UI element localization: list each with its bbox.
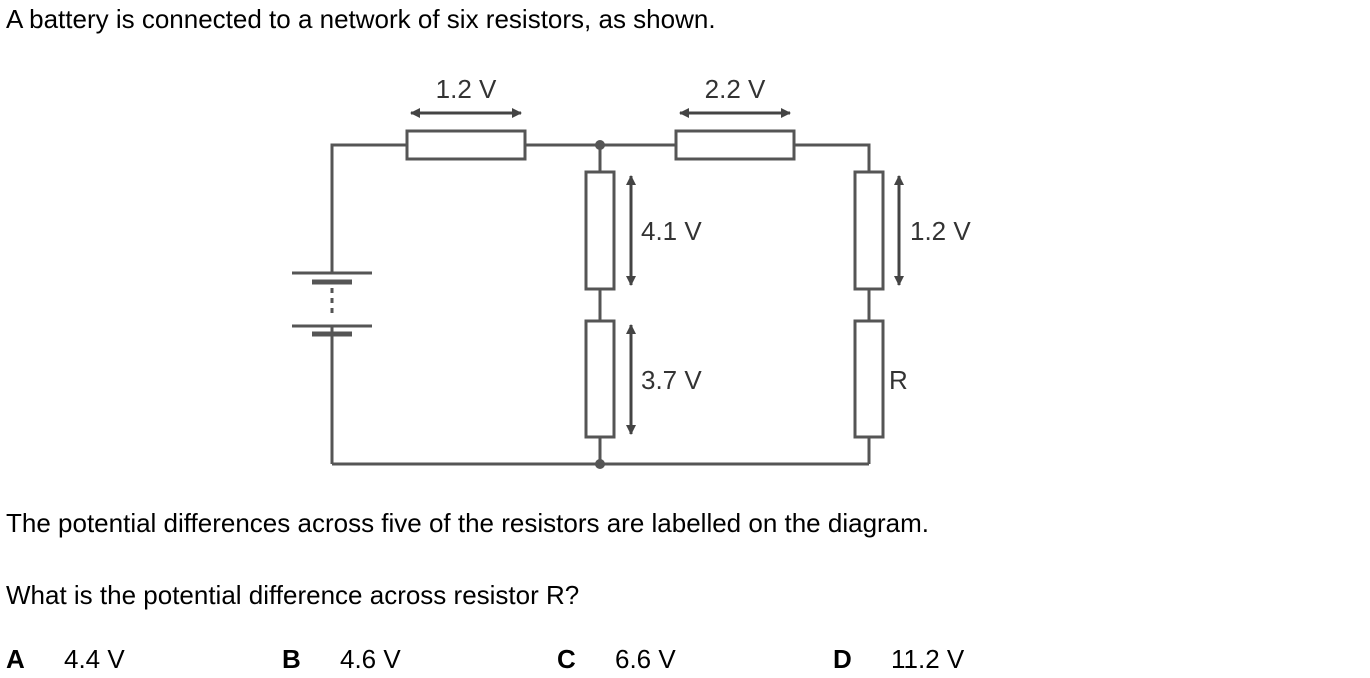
label-top-left: 1.2 V (436, 74, 497, 104)
junction-top (595, 140, 605, 150)
voltage-arrows (410, 108, 904, 435)
resistor-right-lower (853, 319, 885, 439)
option-b[interactable]: B 4.6 V (282, 644, 401, 674)
intro-text: A battery is connected to a network of s… (6, 4, 716, 34)
option-b-value: 4.6 V (340, 644, 401, 674)
option-c-value: 6.6 V (615, 644, 676, 674)
battery-symbol (292, 271, 372, 337)
option-a-letter: A (6, 644, 25, 674)
option-c[interactable]: C 6.6 V (557, 644, 676, 674)
circuit-diagram: 1.2 V 2.2 V 4.1 V 3.7 V 1.2 V R (292, 74, 971, 469)
label-middle-lower: 3.7 V (641, 365, 702, 395)
option-b-letter: B (282, 644, 301, 674)
resistor-middle-upper (584, 170, 616, 291)
label-top-right: 2.2 V (705, 74, 766, 104)
resistor-top-right (674, 129, 796, 161)
resistor-top-left (405, 129, 527, 161)
label-middle-upper: 4.1 V (641, 216, 702, 246)
wire-top-right (794, 143, 871, 172)
junction-bottom (595, 459, 605, 469)
label-resistor-r: R (889, 365, 908, 395)
resistor-right-upper (853, 170, 885, 291)
option-a[interactable]: A 4.4 V (6, 644, 125, 674)
question-prompt: What is the potential difference across … (6, 580, 580, 610)
statement-text: The potential differences across five of… (6, 508, 930, 538)
option-d-letter: D (833, 644, 852, 674)
wire-top-left (330, 143, 407, 273)
resistors (405, 129, 885, 439)
option-d[interactable]: D 11.2 V (833, 644, 964, 674)
option-d-value: 11.2 V (891, 644, 965, 674)
resistor-middle-lower (584, 319, 616, 439)
option-a-value: 4.4 V (64, 644, 125, 674)
label-right-upper: 1.2 V (910, 216, 971, 246)
option-c-letter: C (557, 644, 576, 674)
